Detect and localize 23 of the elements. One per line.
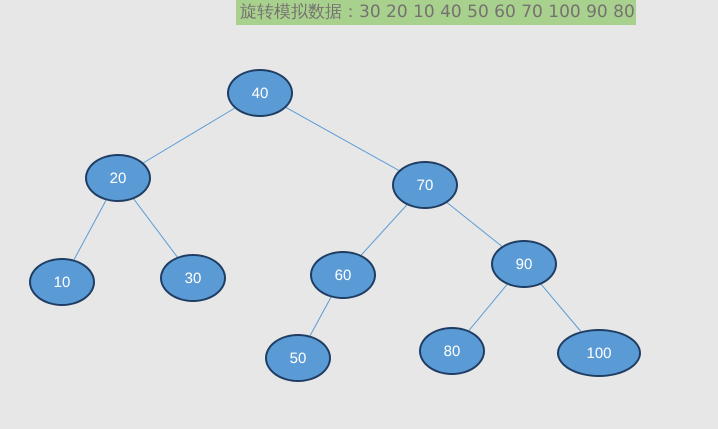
tree-edge [74,200,106,260]
tree-edge [310,296,332,336]
tree-edge [133,198,178,258]
tree-edge [142,108,236,164]
tree-edge [468,284,508,331]
tree-edge [360,204,408,256]
title-banner: 旋转模拟数据：30 20 10 40 50 60 70 100 90 80 [236,0,636,25]
node-value: 80 [444,342,460,360]
tree-edge [446,202,502,247]
node-value: 40 [252,84,268,102]
node-value: 90 [516,256,532,272]
node-value: 70 [416,176,434,194]
node-value: 30 [184,270,202,286]
tree-node [227,69,293,117]
tree-node [85,154,151,202]
tree-node [392,161,458,209]
node-value: 20 [110,170,126,186]
node-value: 10 [54,274,70,290]
tree-edge [540,284,582,332]
node-value: 60 [334,266,352,284]
node-value: 50 [290,350,306,366]
node-value: 100 [586,344,612,362]
tree-edge [286,107,400,171]
